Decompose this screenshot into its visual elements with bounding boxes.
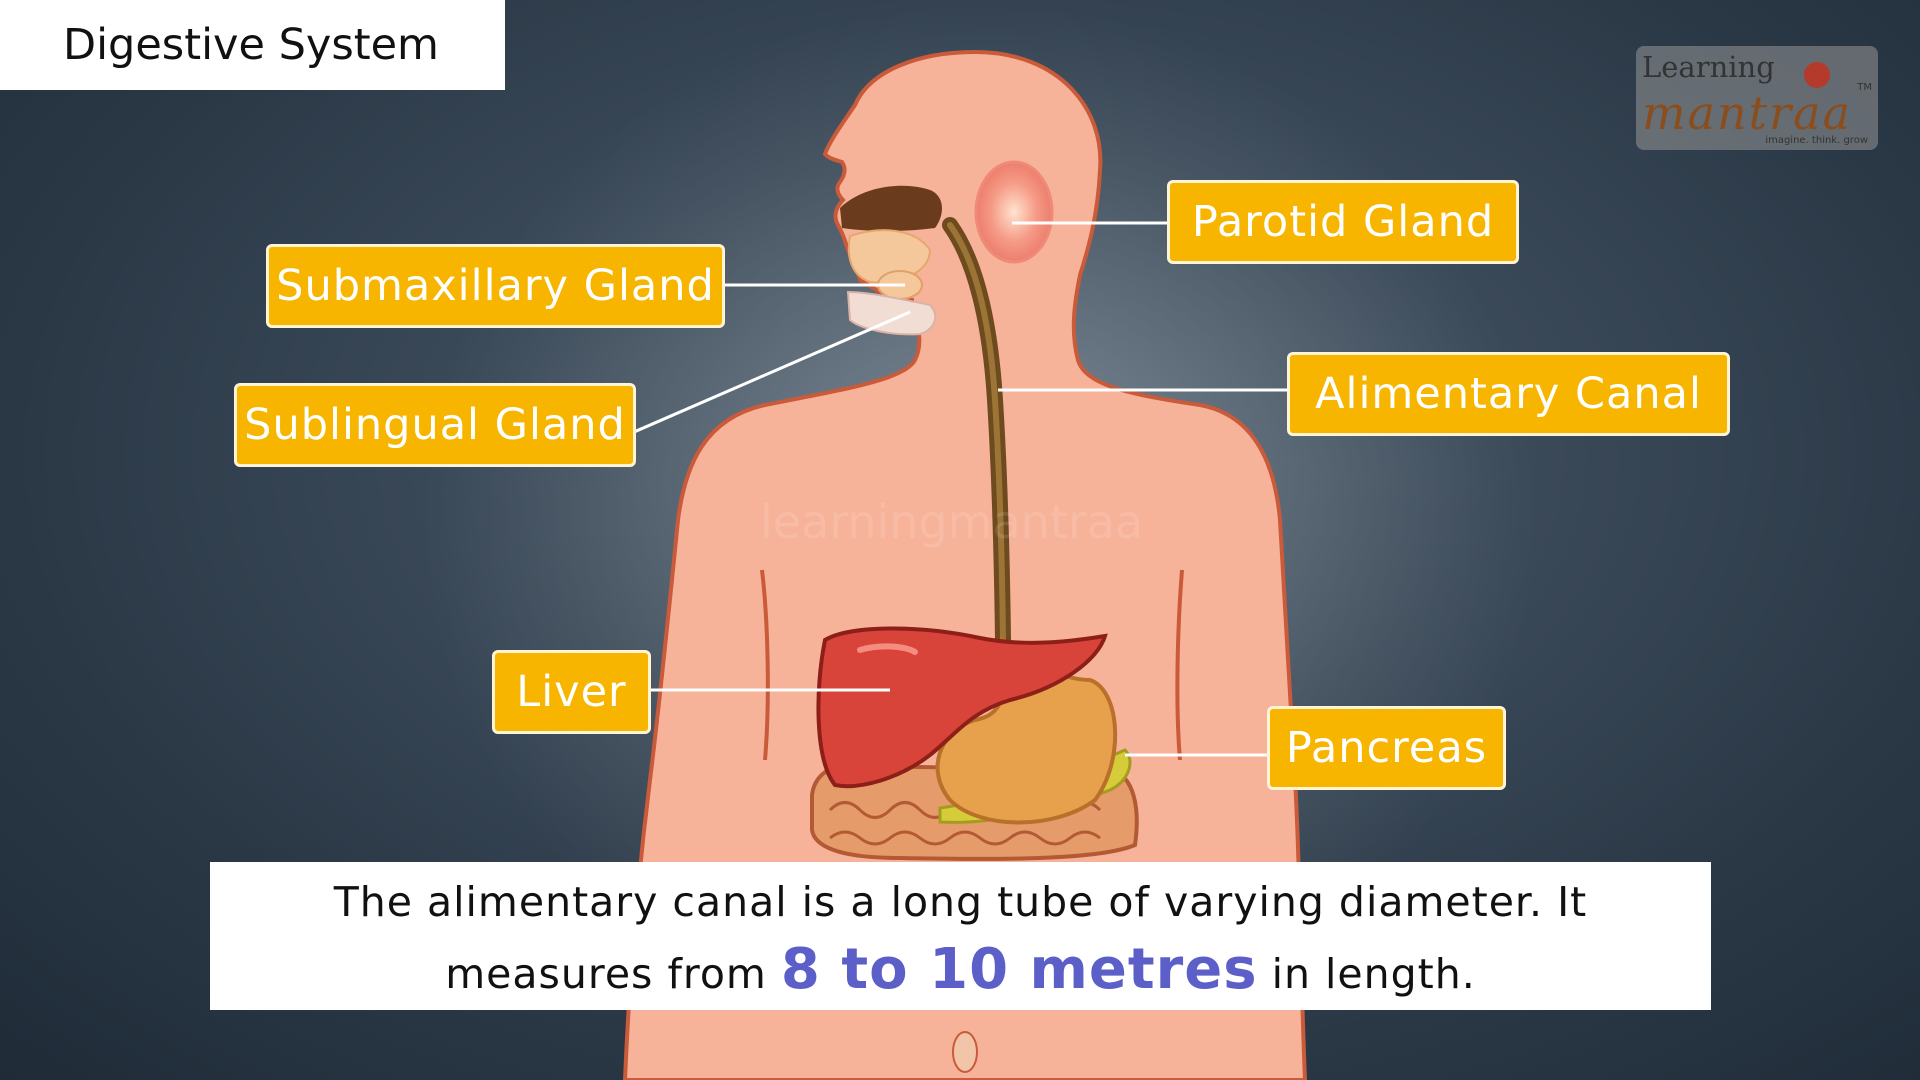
lower-jaw xyxy=(846,290,937,336)
caption-highlight: 8 to 10 metres xyxy=(780,937,1258,1002)
logo-tagline: imagine. think. grow xyxy=(1765,135,1868,146)
slide-title-text: Digestive System xyxy=(63,20,439,70)
label-submaxillary-gland-text: Submaxillary Gland xyxy=(276,261,715,311)
logo-line1: Learning xyxy=(1642,50,1775,84)
label-pancreas: Pancreas xyxy=(1267,706,1506,790)
label-parotid-gland: Parotid Gland xyxy=(1167,180,1519,264)
parotid-gland xyxy=(974,160,1054,264)
watermark: learningmantraa xyxy=(760,495,1144,549)
liver xyxy=(816,626,1108,789)
slide-title: Digestive System xyxy=(0,0,505,90)
caption-box: The alimentary canal is a long tube of v… xyxy=(210,862,1711,1010)
label-submaxillary-gland: Submaxillary Gland xyxy=(266,244,725,328)
liver-shine xyxy=(857,643,918,655)
caption-line2-pre: measures from xyxy=(445,950,767,998)
label-alimentary-canal: Alimentary Canal xyxy=(1287,352,1730,436)
left-arm-line xyxy=(760,569,770,761)
caption-line2: measures from 8 to 10 metres in length. xyxy=(210,936,1711,1008)
label-parotid-gland-text: Parotid Gland xyxy=(1191,197,1495,247)
logo-line2: mantraa xyxy=(1642,86,1852,140)
stomach xyxy=(935,635,1118,825)
label-liver: Liver xyxy=(492,650,651,734)
logo-tm: TM xyxy=(1857,82,1872,93)
caption-line1: The alimentary canal is a long tube of v… xyxy=(333,878,1588,926)
mouth-cavity xyxy=(840,185,942,231)
learning-mantraa-logo: Learning TM mantraa imagine. think. grow xyxy=(1636,46,1878,150)
right-arm-line xyxy=(1175,569,1184,761)
esophagus-highlight xyxy=(947,222,1006,643)
label-sublingual-gland: Sublingual Gland xyxy=(234,383,636,467)
leader-line-sublingual xyxy=(633,310,911,434)
label-alimentary-canal-text: Alimentary Canal xyxy=(1315,369,1702,419)
label-sublingual-gland-text: Sublingual Gland xyxy=(244,400,626,450)
tongue xyxy=(847,229,932,284)
label-liver-text: Liver xyxy=(516,667,627,717)
logo-dot-icon xyxy=(1804,62,1830,88)
caption-line2-post: in length. xyxy=(1271,950,1476,998)
label-pancreas-text: Pancreas xyxy=(1285,723,1488,773)
navel-detail xyxy=(952,1031,978,1073)
